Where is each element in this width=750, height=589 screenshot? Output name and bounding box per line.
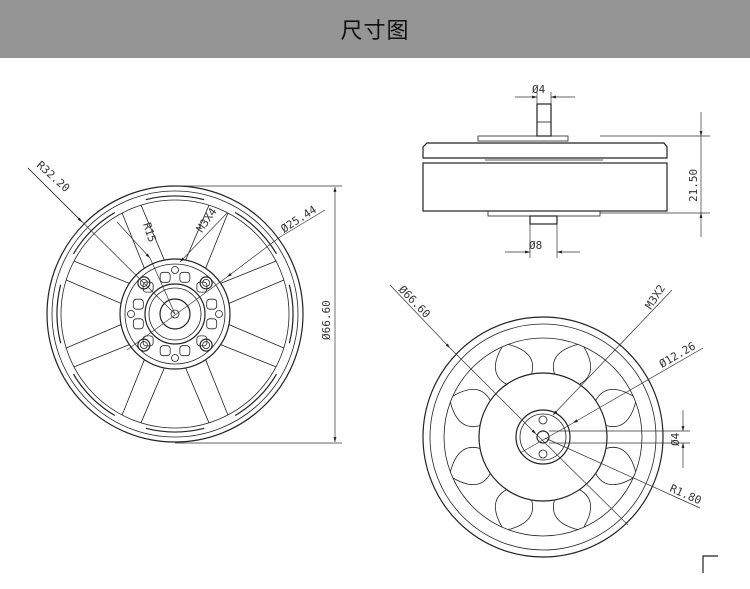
vent-slot [132, 298, 144, 310]
rim-slot [72, 211, 116, 255]
rim-slot [145, 427, 205, 433]
back-bolt-circle-label: Ø12.26 [657, 339, 698, 370]
vent-slot [132, 318, 144, 330]
vent-slot [196, 281, 208, 293]
spoke-edge [185, 205, 210, 261]
spoke-edge [228, 324, 284, 349]
shaft-top-label: Ø4 [532, 83, 546, 96]
back-spoke-edge [495, 489, 507, 528]
spoke-edge [121, 212, 145, 269]
side-view: Ø4 21.50 Ø8 [422, 83, 710, 258]
rim-slot [56, 284, 62, 344]
spoke-edge [73, 260, 130, 284]
back-spoke-edge [595, 473, 634, 485]
spoke-edge [205, 212, 229, 269]
back-spoke-edge [553, 343, 578, 375]
small-hole [171, 266, 179, 274]
rim-slot [72, 373, 116, 417]
small-hole [127, 310, 135, 318]
back-spoke-edge [449, 447, 481, 472]
back-spoke-edge [579, 489, 591, 528]
spokes [56, 195, 294, 433]
shaft-bottom-label: Ø8 [529, 239, 542, 252]
back-radius-label: R1.80 [668, 482, 704, 507]
vent-slot [206, 318, 218, 330]
spoke-edge [185, 367, 210, 423]
vent-slot [206, 298, 218, 310]
corner-mark [702, 555, 718, 573]
spoke-edge [66, 324, 122, 349]
rim-slot [234, 373, 278, 417]
screw-hole-inner [139, 341, 148, 350]
vent-slot [142, 281, 154, 293]
hub-radius-label: R15 [140, 221, 159, 244]
vent-slot [142, 335, 154, 347]
back-diameter-label: Ø66.60 [396, 283, 433, 321]
back-spoke-edge [508, 499, 533, 531]
screw-hole [137, 338, 151, 352]
back-spoke-edge [508, 343, 533, 375]
back-spoke-edge [452, 389, 491, 401]
small-hole [215, 310, 223, 318]
spoke-edge [140, 205, 165, 261]
back-spoke-edge [595, 389, 634, 401]
spoke-edge [228, 279, 284, 304]
spoke-edge [220, 260, 277, 284]
screw-hole [199, 338, 213, 352]
height-label: 21.50 [687, 169, 700, 202]
vent-slot [179, 345, 191, 357]
back-screw-label: M3X2 [643, 282, 668, 311]
rim-slot [145, 195, 205, 201]
spoke-edge [220, 344, 277, 368]
back-shaft-label: Ø4 [669, 432, 682, 446]
screw-hole [137, 276, 151, 290]
vent-slot [179, 271, 191, 283]
mount-holes [127, 266, 223, 362]
back-spoke-edge [605, 447, 637, 472]
back-spoke-edge [553, 499, 578, 531]
spoke-edge [140, 367, 165, 423]
outer-radius-label: R32.20 [34, 159, 72, 195]
screw-hole-inner [202, 278, 211, 287]
back-spokes [449, 343, 637, 531]
page-title: 尺寸图 [340, 19, 410, 44]
back-spoke-edge [449, 402, 481, 427]
spoke-edge [205, 359, 229, 416]
bolt-circle-label: Ø25.44 [279, 203, 320, 236]
vent-slot [196, 335, 208, 347]
small-hole [171, 354, 179, 362]
spoke-edge [66, 279, 122, 304]
vent-slot [159, 271, 171, 283]
rim-slot [288, 284, 294, 344]
front-view: R32.20 R15 M3X4 Ø25.44 Ø66.60 [27, 159, 342, 444]
spoke-edge [73, 344, 130, 368]
vent-slot [159, 345, 171, 357]
back-view: Ø66.60 M3X2 Ø12.26 Ø4 R1.80 [389, 282, 704, 558]
header-bar: 尺寸图 [0, 0, 750, 58]
rim-slot [234, 211, 278, 255]
diameter-label: Ø66.60 [320, 300, 333, 340]
back-spoke-edge [452, 473, 491, 485]
back-spoke-edge [495, 346, 507, 385]
back-spoke-edge [605, 402, 637, 427]
back-spoke-edge [579, 346, 591, 385]
screw-hole-inner [202, 341, 211, 350]
screw-hole [199, 276, 213, 290]
screw-label: M3X4 [194, 205, 220, 234]
screw-hole-inner [139, 278, 148, 287]
spoke-edge [121, 359, 145, 416]
